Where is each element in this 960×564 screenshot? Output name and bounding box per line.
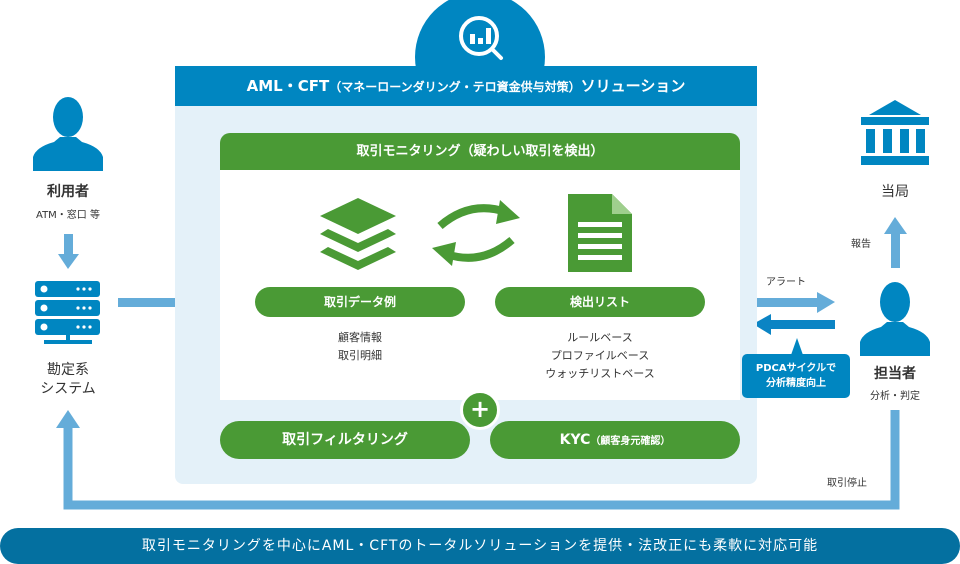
user-icon bbox=[33, 97, 103, 171]
authority-building-icon bbox=[861, 100, 929, 165]
summary-banner: 取引モニタリングを中心にAML・CFTのトータルソリューションを提供・法改正にも… bbox=[0, 528, 960, 564]
down-arrow bbox=[64, 234, 73, 254]
stop-flow-line bbox=[63, 410, 900, 510]
plus-icon: + bbox=[460, 390, 500, 430]
detection-list-pill: 検出リスト bbox=[495, 287, 705, 317]
server-icon bbox=[35, 281, 100, 344]
report-label: 報告 bbox=[851, 239, 871, 250]
pdca-callout: PDCAサイクルで 分析精度向上 bbox=[742, 354, 850, 398]
authority-label: 当局 bbox=[881, 184, 909, 200]
data-example-list: 顧客情報 取引明細 bbox=[338, 331, 382, 362]
staff-sub: 分析・判定 bbox=[870, 391, 920, 402]
report-arrow bbox=[891, 232, 900, 268]
layers-icon bbox=[320, 198, 396, 270]
right-arrow bbox=[118, 298, 186, 307]
alert-label: アラート bbox=[766, 277, 806, 288]
detection-list: ルールベース プロファイルベース ウォッチリストベース bbox=[545, 331, 655, 380]
user-label: 利用者 bbox=[47, 184, 89, 200]
solution-header: AML・CFT（マネーローンダリング・テロ資金供与対策）ソリューション bbox=[175, 66, 757, 106]
up-arrow-head bbox=[56, 410, 80, 428]
stop-label: 取引停止 bbox=[827, 478, 867, 489]
user-sub: ATM・窓口 等 bbox=[36, 210, 100, 221]
staff-icon bbox=[860, 282, 930, 356]
feedback-arrow bbox=[770, 320, 835, 329]
staff-label: 担当者 bbox=[874, 366, 916, 382]
monitoring-header: 取引モニタリング（疑わしい取引を検出） bbox=[220, 133, 740, 170]
sync-arrows-icon bbox=[432, 200, 520, 266]
alert-arrow bbox=[753, 298, 818, 307]
search-analytics-icon bbox=[459, 16, 503, 60]
filtering-pill: 取引フィルタリング bbox=[220, 421, 470, 459]
system-label: 勘定系 システム bbox=[40, 362, 96, 397]
kyc-pill: KYC（顧客身元確認） bbox=[490, 421, 740, 459]
document-icon bbox=[568, 194, 632, 272]
data-example-pill: 取引データ例 bbox=[255, 287, 465, 317]
